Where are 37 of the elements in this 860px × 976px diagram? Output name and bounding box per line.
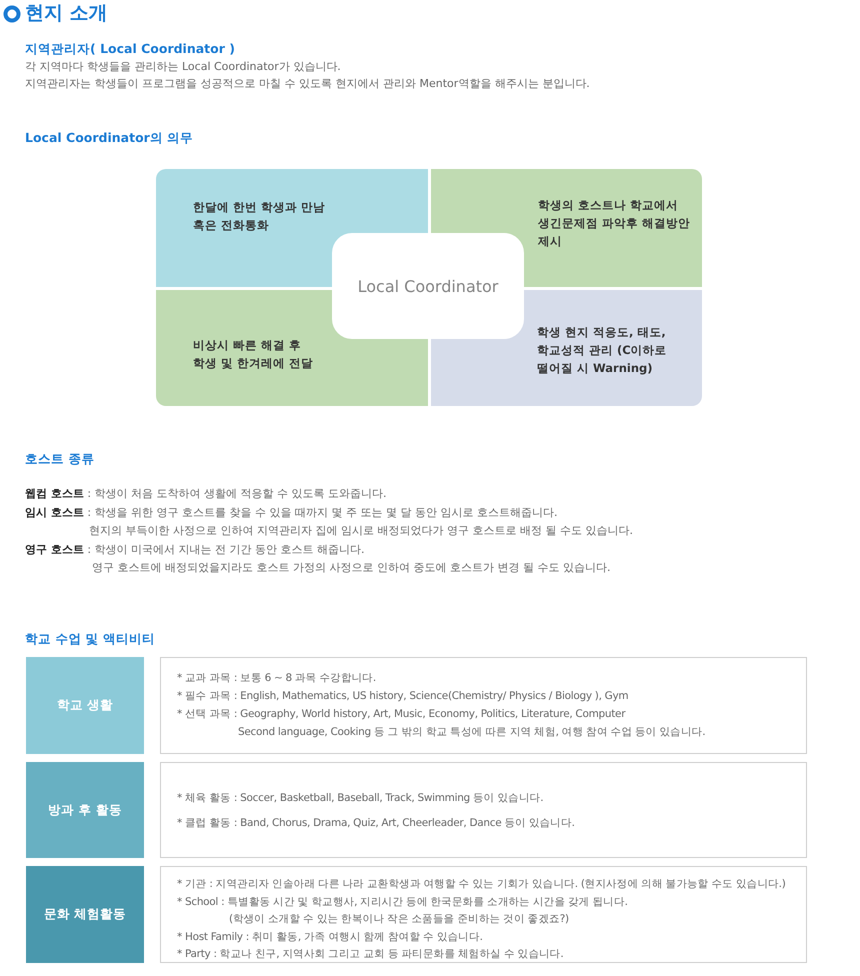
- page-title: 현지 소개: [25, 1, 108, 26]
- definition-text: 웹컴 호스트 : 학생이 처음 도착하여 생활에 적응할 수 있도록 도와줍니다.: [25, 487, 387, 501]
- body-text: 각 지역마다 학생들을 관리하는 Local Coordinator가 있습니다.: [25, 60, 341, 74]
- center-label: Local Coordinator: [358, 276, 498, 296]
- section-heading: 호스트 종류: [25, 451, 94, 468]
- body-text: 영구 호스트에 배정되었을지라도 호스트 가정의 사정으로 인하여 중도에 호스트가 변경 될 수도 있습니다.: [92, 561, 610, 575]
- body-text: 지역관리자는 학생들이 프로그램을 성공적으로 마칠 수 있도록 현지에서 관리와 Mentor역할을 해주시는 분입니다.: [25, 77, 590, 91]
- category-label: 방과 후 활동: [48, 802, 122, 818]
- definition-text: 영구 호스트 : 학생이 미국에서 지내는 전 기간 동안 호스트 해줍니다.: [25, 543, 365, 557]
- bullet-text: * 클럽 활동 : Band, Chorus, Drama, Quiz, Art, Cheerleader, Dance 등이 있습니다.: [177, 816, 575, 830]
- bullet-text: (학생이 소개할 수 있는 한복이나 작은 소품들을 준비하는 것이 좋겠죠?): [229, 912, 569, 926]
- category-label: 학교 생활: [56, 697, 114, 714]
- bullet-text: * School : 특별활동 시간 및 학교행사, 지리시간 등에 한국문화를 소개하는 시간을 갖게 됩니다.: [177, 894, 628, 908]
- quadrant-text: 한달에 한번 학생과 만남 혹은 전화통화: [193, 199, 326, 234]
- bullet-text: * 선택 과목 : Geography, World history, Art, Music, Economy, Politics, Literature, Computer: [177, 707, 626, 721]
- bullet-text: * 기관 : 지역관리자 인솔아래 다른 나라 교환학생과 여행할 수 있는 기회가 있습니다. (현지사정에 의해 불가능할 수도 있습니다.): [177, 877, 786, 891]
- content-box: [160, 762, 807, 858]
- category-cell: [26, 762, 144, 858]
- bullet-text: Second language, Cooking 등 그 밖의 학교 특성에 따른 지역 체험, 여행 참여 수업 등이 있습니다.: [238, 725, 706, 739]
- content-box: [160, 657, 807, 754]
- quadrant-text: 학생의 호스트나 학교에서 생긴문제점 파악후 해결방안 제시: [538, 197, 692, 250]
- section-heading: 학교 수업 및 액티비티: [25, 631, 156, 648]
- definition-text: 임시 호스트 : 학생을 위한 영구 호스트를 찾을 수 있을 때까지 몇 주 또는 몇 달 동안 임시로 호스트해줍니다.: [25, 506, 558, 520]
- content-box: [160, 866, 807, 963]
- body-text: 현지의 부득이한 사정으로 인하여 지역관리자 집에 임시로 배정되었다가 영구 호스트로 배정 될 수도 있습니다.: [89, 524, 633, 538]
- category-cell: [26, 866, 144, 963]
- section-heading: 지역관리자( Local Coordinator ): [25, 41, 235, 58]
- bullet-text: * 필수 과목 : English, Mathematics, US history, Science(Chemistry/ Physics / Biology ), Gym: [177, 689, 628, 703]
- bullet-text: * 체육 활동 : Soccer, Basketball, Baseball, Track, Swimming 등이 있습니다.: [177, 791, 544, 805]
- quadrant-text: 학생 현지 적응도, 태도, 학교성적 관리 (C이하로 떨어질 시 Warning): [537, 324, 668, 377]
- category-label: 문화 체험활동: [44, 906, 126, 923]
- bullet-text: * 교과 과목 : 보통 6 ~ 8 과목 수강합니다.: [177, 671, 376, 685]
- section-heading: Local Coordinator의 의무: [25, 130, 194, 147]
- category-cell: [26, 657, 144, 754]
- bullet-text: * Host Family : 취미 활동, 가족 여행시 함께 참여할 수 있습니다.: [177, 930, 483, 944]
- quadrant-text: 비상시 빠른 해결 후 학생 및 한겨레에 전달: [193, 337, 314, 372]
- bullet-text: * Party : 학교나 친구, 지역사회 그리고 교회 등 파티문화를 체험하실 수 있습니다.: [177, 947, 564, 961]
